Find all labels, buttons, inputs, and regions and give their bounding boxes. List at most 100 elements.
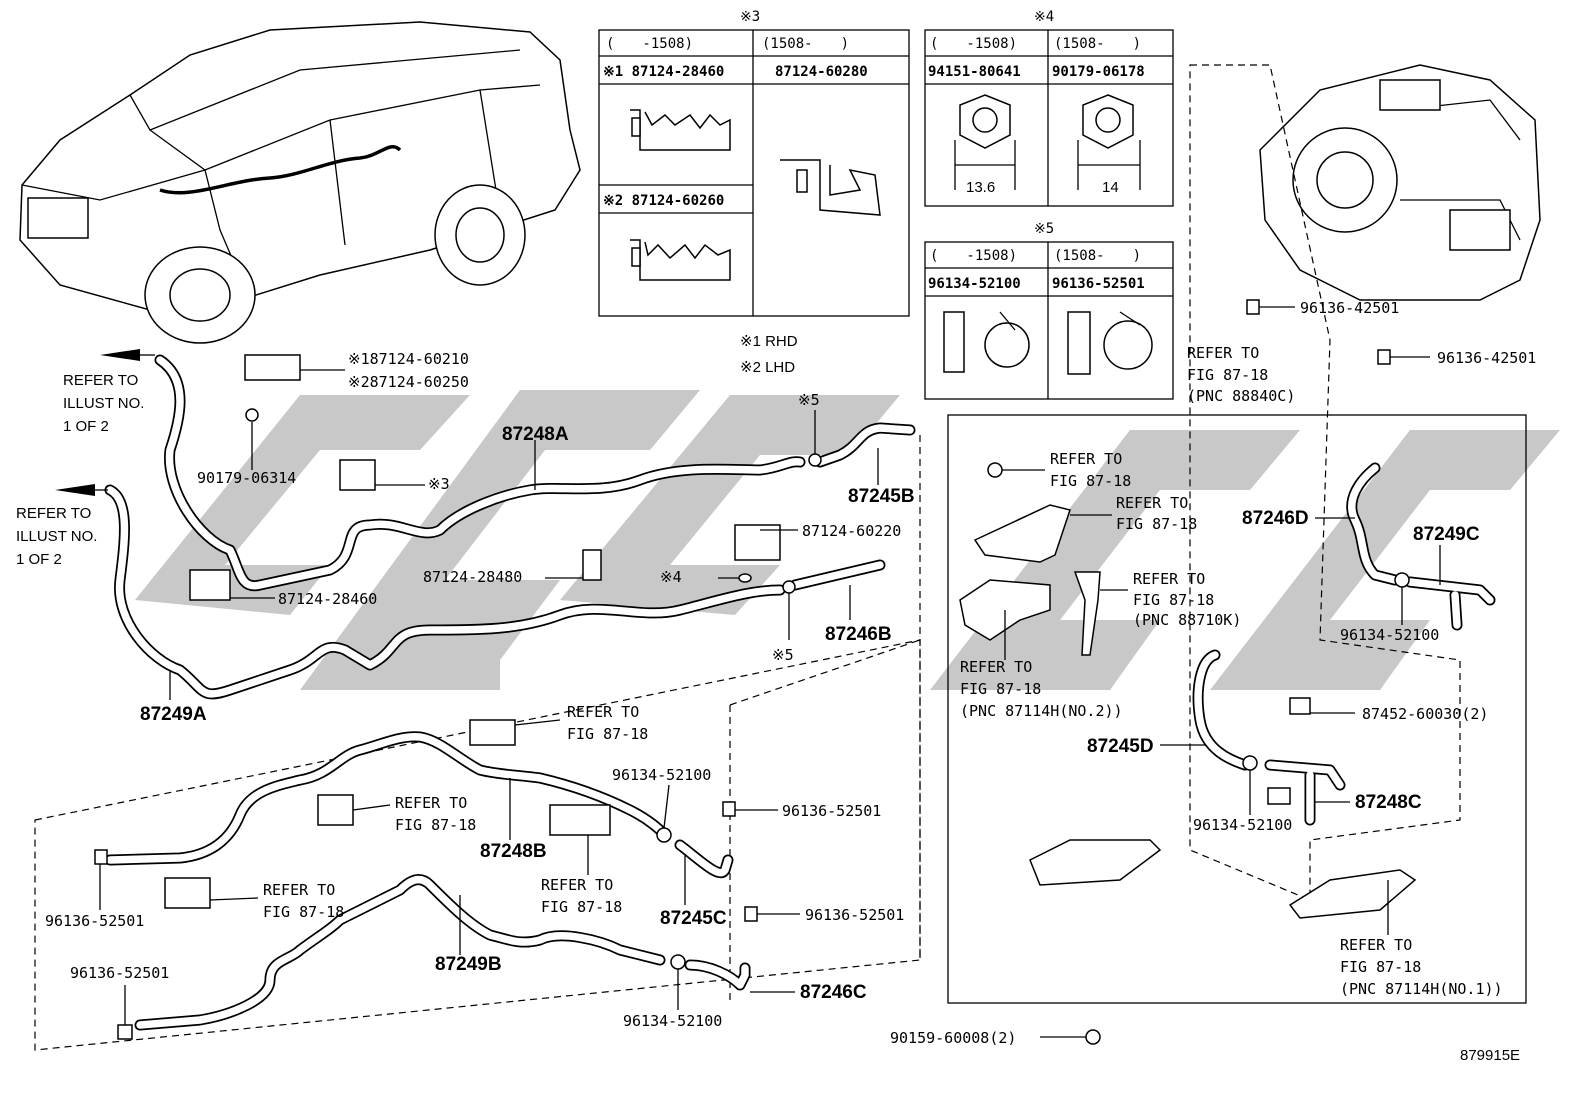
table-3: ※3 ( -1508) (1508- ) ※1 87124-28460 8712… bbox=[598, 9, 910, 317]
refer-box-label-2: REFER TO FIG 87-18 bbox=[1116, 494, 1197, 533]
clamp-96134-52100-d bbox=[1242, 755, 1258, 771]
label-87248A: 87248A bbox=[502, 424, 569, 445]
clip-illustration-3 bbox=[630, 239, 731, 281]
clip-87248c bbox=[1267, 787, 1291, 805]
clip-87124-60220 bbox=[734, 524, 781, 561]
svg-text:(PNC 87114H(NO.2)): (PNC 87114H(NO.2)) bbox=[960, 702, 1123, 720]
refer-fig-label-d: REFER TO FIG 87-18 bbox=[263, 881, 344, 921]
table-5-part-1: 96134-52100 bbox=[928, 276, 1021, 292]
clip-87124-28460-b bbox=[189, 569, 231, 601]
svg-text:REFER TO: REFER TO bbox=[63, 372, 138, 389]
clip-87124-28480 bbox=[582, 549, 602, 581]
sensor-88710k bbox=[1073, 571, 1101, 656]
svg-text:REFER TO: REFER TO bbox=[541, 876, 613, 894]
bracket-87114h-no1 bbox=[1288, 869, 1417, 919]
svg-text:FIG 87-18: FIG 87-18 bbox=[541, 898, 622, 916]
hvac-unit-illustration bbox=[1259, 64, 1541, 301]
svg-text:REFER TO: REFER TO bbox=[1187, 344, 1259, 362]
refer-88840c-label: REFER TO FIG 87-18 (PNC 88840C) bbox=[1187, 344, 1295, 405]
table-5: ※5 ( -1508) (1508- ) 96134-52100 96136-5… bbox=[924, 221, 1174, 400]
label-96136-42501-a: 96136-42501 bbox=[1300, 299, 1399, 317]
pipe-87248A bbox=[154, 354, 806, 592]
label-96134-52100-d: 96134-52100 bbox=[1193, 816, 1292, 834]
arrow-left-2 bbox=[55, 484, 108, 496]
svg-text:(PNC 88840C): (PNC 88840C) bbox=[1187, 387, 1295, 405]
refer-87114h-no1-label: REFER TO FIG 87-18 (PNC 87114H(NO.1)) bbox=[1340, 936, 1503, 998]
hose-87245B bbox=[814, 422, 916, 468]
label-87124-60220: 87124-60220 bbox=[802, 522, 901, 540]
pipe-87249C bbox=[1404, 576, 1496, 631]
svg-text:FIG 87-18: FIG 87-18 bbox=[1116, 515, 1197, 533]
label-96136-42501-b: 96136-42501 bbox=[1437, 349, 1536, 367]
label-96134-52100-b: 96134-52100 bbox=[623, 1012, 722, 1030]
lhd-note: ※2 LHD bbox=[740, 359, 795, 376]
refer-box-label-1: REFER TO FIG 87-18 bbox=[1050, 450, 1131, 490]
clip-illustration-1 bbox=[630, 109, 731, 151]
dashed-box-lower-left bbox=[34, 639, 921, 1051]
hose-87246D bbox=[1346, 462, 1401, 586]
svg-text:FIG 87-18: FIG 87-18 bbox=[395, 816, 476, 834]
dashed-box-rear bbox=[1189, 64, 1461, 901]
label-87452-60030: 87452-60030(2) bbox=[1362, 705, 1488, 723]
label-96136-52501-a: 96136-52501 bbox=[782, 802, 881, 820]
clamp-96136-52501-d bbox=[117, 1024, 133, 1040]
label-90159-60008: 90159-60008(2) bbox=[890, 1029, 1016, 1047]
table-3-mark: ※3 bbox=[740, 9, 760, 25]
refer-fig-label-c: REFER TO FIG 87-18 bbox=[541, 876, 622, 916]
pipe-87249A bbox=[104, 484, 786, 700]
label-87249C: 87249C bbox=[1413, 524, 1480, 545]
label-mark-5b: ※5 bbox=[772, 646, 794, 664]
label-96136-52501-d: 96136-52501 bbox=[70, 964, 169, 982]
nut-illustration-2 bbox=[1077, 94, 1141, 190]
svg-text:REFER TO: REFER TO bbox=[1133, 570, 1205, 588]
svg-text:FIG 87-18: FIG 87-18 bbox=[567, 725, 648, 743]
svg-text:FIG 87-18: FIG 87-18 bbox=[960, 680, 1041, 698]
clamp-96134-52100-a bbox=[656, 827, 672, 843]
svg-text:FIG 87-18: FIG 87-18 bbox=[1340, 958, 1421, 976]
table-4-dim-2: 14 bbox=[1102, 179, 1119, 196]
refer-88710k-label: REFER TO FIG 87-18 (PNC 88710K) bbox=[1133, 570, 1241, 629]
clamp-illustration-1 bbox=[943, 311, 1030, 373]
label-87245B: 87245B bbox=[848, 486, 915, 507]
clip-87124-28460-a bbox=[339, 459, 376, 491]
clip-fig87-18-c bbox=[549, 804, 611, 836]
hose-87245C bbox=[674, 839, 734, 879]
table-4-mark: ※4 bbox=[1034, 9, 1054, 25]
label-87249B: 87249B bbox=[435, 954, 502, 975]
clamp-96136-42501-b bbox=[1377, 349, 1391, 365]
label-87248B: 87248B bbox=[480, 841, 547, 862]
label-96134-52100-c: 96134-52100 bbox=[1340, 626, 1439, 644]
screw-fig87-18 bbox=[987, 462, 1003, 478]
label-90179-06314: 90179-06314 bbox=[197, 469, 296, 487]
label-96136-52501-b: 96136-52501 bbox=[45, 912, 144, 930]
duct-tray bbox=[1029, 839, 1162, 886]
label-87246D: 87246D bbox=[1242, 508, 1309, 529]
clamp-96136-52501-b bbox=[722, 801, 736, 817]
nut-mark-4 bbox=[738, 573, 752, 583]
nut-90179-06314 bbox=[245, 408, 259, 422]
table-3-part-3: ※2 87124-60260 bbox=[603, 193, 724, 209]
svg-text:REFER TO: REFER TO bbox=[1050, 450, 1122, 468]
svg-text:FIG 87-18: FIG 87-18 bbox=[263, 903, 344, 921]
label-87248C: 87248C bbox=[1355, 792, 1422, 813]
clamp-5b bbox=[782, 580, 796, 594]
label-clip-rhd: ※187124-60210 bbox=[348, 350, 469, 368]
arrow-left-1 bbox=[100, 349, 155, 361]
clip-fig87-18-a bbox=[469, 719, 516, 746]
refer-illust-label-2: REFER TO ILLUST NO. 1 OF 2 bbox=[16, 505, 97, 568]
rhd-note: ※1 RHD bbox=[740, 333, 798, 350]
svg-text:ILLUST NO.: ILLUST NO. bbox=[63, 395, 144, 412]
clip-87452 bbox=[1289, 697, 1311, 715]
table-3-part-2: 87124-60280 bbox=[775, 64, 868, 80]
table-4-part-1: 94151-80641 bbox=[928, 64, 1021, 80]
label-87246C: 87246C bbox=[800, 982, 867, 1003]
svg-text:REFER TO: REFER TO bbox=[263, 881, 335, 899]
svg-text:REFER TO: REFER TO bbox=[395, 794, 467, 812]
table-4-col-header-1: ( -1508) bbox=[930, 36, 1017, 52]
table-5-part-2: 96136-52501 bbox=[1052, 276, 1145, 292]
table-3-col-header-1: ( -1508) bbox=[606, 36, 693, 52]
label-mark-4: ※4 bbox=[660, 568, 682, 586]
label-clip-lhd: ※287124-60250 bbox=[348, 373, 469, 391]
bolt-90159 bbox=[1085, 1029, 1101, 1045]
